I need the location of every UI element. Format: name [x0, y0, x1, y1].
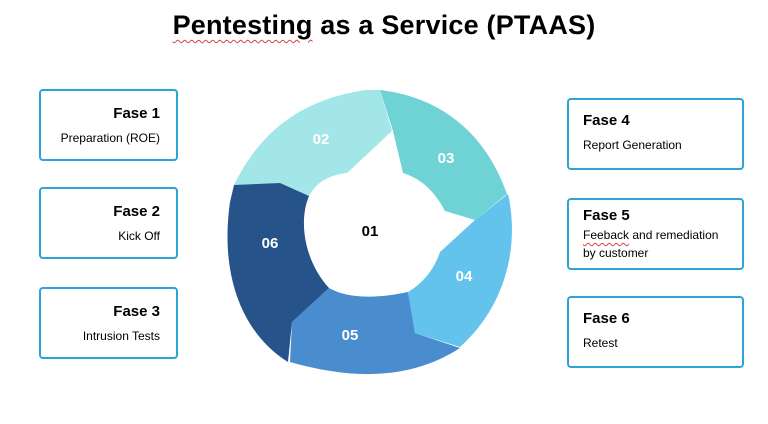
- phase-label: Fase 4: [583, 112, 630, 129]
- phase-card-4: Fase 4 Report Generation: [567, 98, 744, 170]
- segment-number: 06: [262, 235, 279, 252]
- phase-card-6: Fase 6 Retest: [567, 296, 744, 368]
- phase-card-2: Fase 2 Kick Off: [39, 187, 178, 259]
- phase-description: Kick Off: [118, 229, 160, 243]
- phase-card-5: Fase 5 Feeback and remediation by custome…: [567, 198, 744, 270]
- phase-card-3: Fase 3 Intrusion Tests: [39, 287, 178, 359]
- segment-04: [408, 194, 512, 347]
- segment-number: 03: [438, 150, 455, 167]
- segment-05: [290, 288, 460, 375]
- segment-03: [380, 90, 507, 220]
- phase-card-1: Fase 1 Preparation (ROE): [39, 89, 178, 161]
- phase-label: Fase 3: [113, 303, 160, 320]
- phase-label: Fase 5: [583, 207, 630, 224]
- phase-description: Retest: [583, 336, 618, 350]
- cycle-center: [308, 168, 432, 292]
- segment-number: 04: [456, 268, 473, 285]
- page-title: Pentesting as a Service (PTAAS): [0, 10, 768, 41]
- segment-06: [227, 183, 329, 362]
- phase-description: Report Generation: [583, 138, 682, 152]
- segment-number: 02: [313, 131, 330, 148]
- title-rest: as a Service (PTAAS): [312, 10, 596, 40]
- phase-label: Fase 6: [583, 310, 630, 327]
- phase-description-line2: by customer: [583, 246, 649, 260]
- phase-label: Fase 2: [113, 203, 160, 220]
- cycle-ring: [227, 90, 512, 375]
- phase-description: Intrusion Tests: [82, 329, 160, 343]
- phase-description-rest: and remediation: [629, 228, 719, 242]
- phase-label: Fase 1: [113, 105, 160, 122]
- phase-description-word: Feeback: [583, 228, 630, 242]
- segment-02: [234, 90, 392, 196]
- phase-description: Feeback and remediation by customer: [583, 226, 718, 262]
- center-number: 01: [362, 223, 379, 240]
- phase-description: Preparation (ROE): [60, 131, 160, 145]
- cycle-diagram: 01 02 03 04 05 06: [227, 90, 512, 375]
- title-prefix: Pentesting: [172, 10, 313, 40]
- segment-number: 05: [342, 327, 359, 344]
